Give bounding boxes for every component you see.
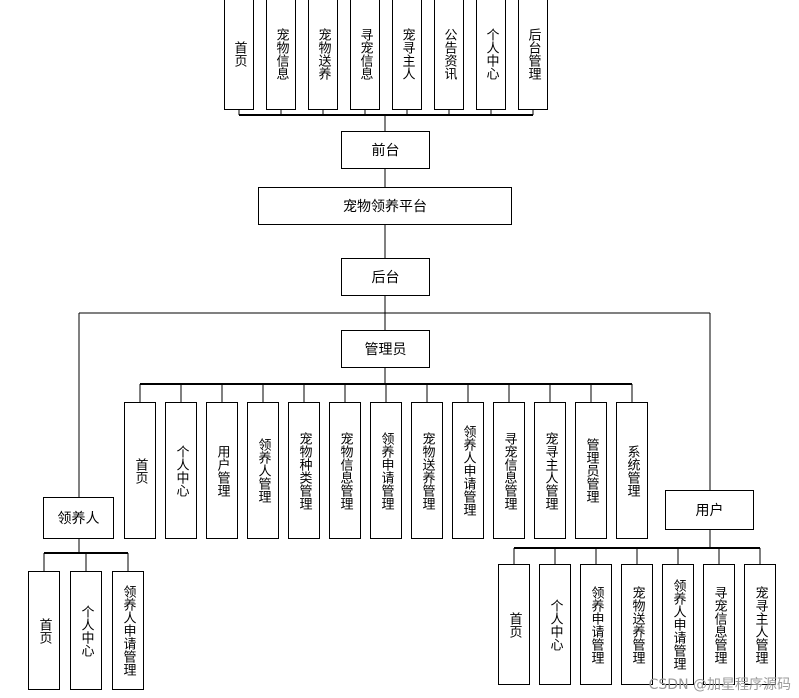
user-item-label: 宠寻主人管理 [752,585,768,664]
user-item-label: 寻宠信息管理 [711,585,727,664]
platform-title: 宠物领养平台 [343,199,427,215]
front-item: 宠寻主人 [392,0,422,110]
user-item-label: 宠物送养管理 [629,585,645,664]
adopter-item-label: 个人中心 [78,604,94,657]
admin-item: 宠物送养管理 [411,402,443,539]
admin-item-label: 系统管理 [624,444,640,497]
admin-item-label: 领养申请管理 [378,431,394,510]
adopter-item-label: 首页 [36,617,52,644]
front-item: 首页 [224,0,254,110]
front-item-label: 宠物送养 [315,28,331,80]
admin-label: 管理员 [364,342,407,358]
admin-item-label: 寻宠信息管理 [501,431,517,510]
admin-item: 系统管理 [616,402,648,539]
front-item-label: 公告资讯 [441,28,457,80]
platform-node: 宠物领养平台 [258,187,512,225]
admin-item-label: 领养人管理 [255,438,271,503]
admin-item-label: 宠物送养管理 [419,431,435,510]
user-item: 宠物送养管理 [621,564,653,685]
user-item: 领养人申请管理 [662,564,694,685]
user-item-label: 个人中心 [547,598,563,651]
front-item: 宠物送养 [308,0,338,110]
back-label: 后台 [371,270,400,286]
adopter-item: 首页 [28,571,60,690]
admin-item-label: 用户管理 [214,444,230,497]
adopter-item: 个人中心 [70,571,102,690]
adopter-item-label: 领养人申请管理 [120,585,136,676]
admin-item: 首页 [124,402,156,539]
user-item: 宠寻主人管理 [744,564,776,685]
front-item: 寻宠信息 [350,0,380,110]
front-item-label: 寻宠信息 [357,28,373,80]
front-item-label: 个人中心 [483,28,499,80]
admin-item: 宠物种类管理 [288,402,320,539]
back-node: 后台 [341,258,430,296]
front-item: 公告资讯 [434,0,464,110]
admin-item-label: 宠物信息管理 [337,431,353,510]
adopter-node: 领养人 [43,497,114,539]
front-item-label: 宠寻主人 [399,28,415,80]
admin-item: 领养人申请管理 [452,402,484,539]
user-item-label: 领养人申请管理 [670,579,686,670]
admin-item: 领养人管理 [247,402,279,539]
admin-node: 管理员 [341,330,430,368]
user-label: 用户 [695,503,724,519]
front-label: 前台 [371,143,400,159]
front-item-label: 首页 [231,41,247,67]
front-item: 宠物信息 [266,0,296,110]
front-item-label: 后台管理 [525,28,541,80]
front-node: 前台 [341,131,430,169]
front-item-label: 宠物信息 [273,28,289,80]
admin-item: 领养申请管理 [370,402,402,539]
admin-item-label: 领养人申请管理 [460,425,476,516]
user-item: 个人中心 [539,564,571,685]
front-item: 个人中心 [476,0,506,110]
admin-item-label: 宠寻主人管理 [542,431,558,510]
user-item: 寻宠信息管理 [703,564,735,685]
admin-item-label: 宠物种类管理 [296,431,312,510]
admin-item: 宠物信息管理 [329,402,361,539]
watermark: CSDN @加星程序源码 [648,677,791,693]
adopter-item: 领养人申请管理 [112,571,144,690]
user-node: 用户 [665,490,754,530]
admin-item: 个人中心 [165,402,197,539]
user-item-label: 首页 [506,611,522,638]
admin-item-label: 个人中心 [173,444,189,497]
adopter-label: 领养人 [57,511,100,527]
admin-item: 寻宠信息管理 [493,402,525,539]
admin-item-label: 管理员管理 [583,438,599,503]
admin-item: 管理员管理 [575,402,607,539]
admin-item: 用户管理 [206,402,238,539]
front-item: 后台管理 [518,0,548,110]
user-item-label: 领养申请管理 [588,585,604,664]
user-item: 首页 [498,564,530,685]
user-item: 领养申请管理 [580,564,612,685]
admin-item-label: 首页 [132,457,148,484]
admin-item: 宠寻主人管理 [534,402,566,539]
